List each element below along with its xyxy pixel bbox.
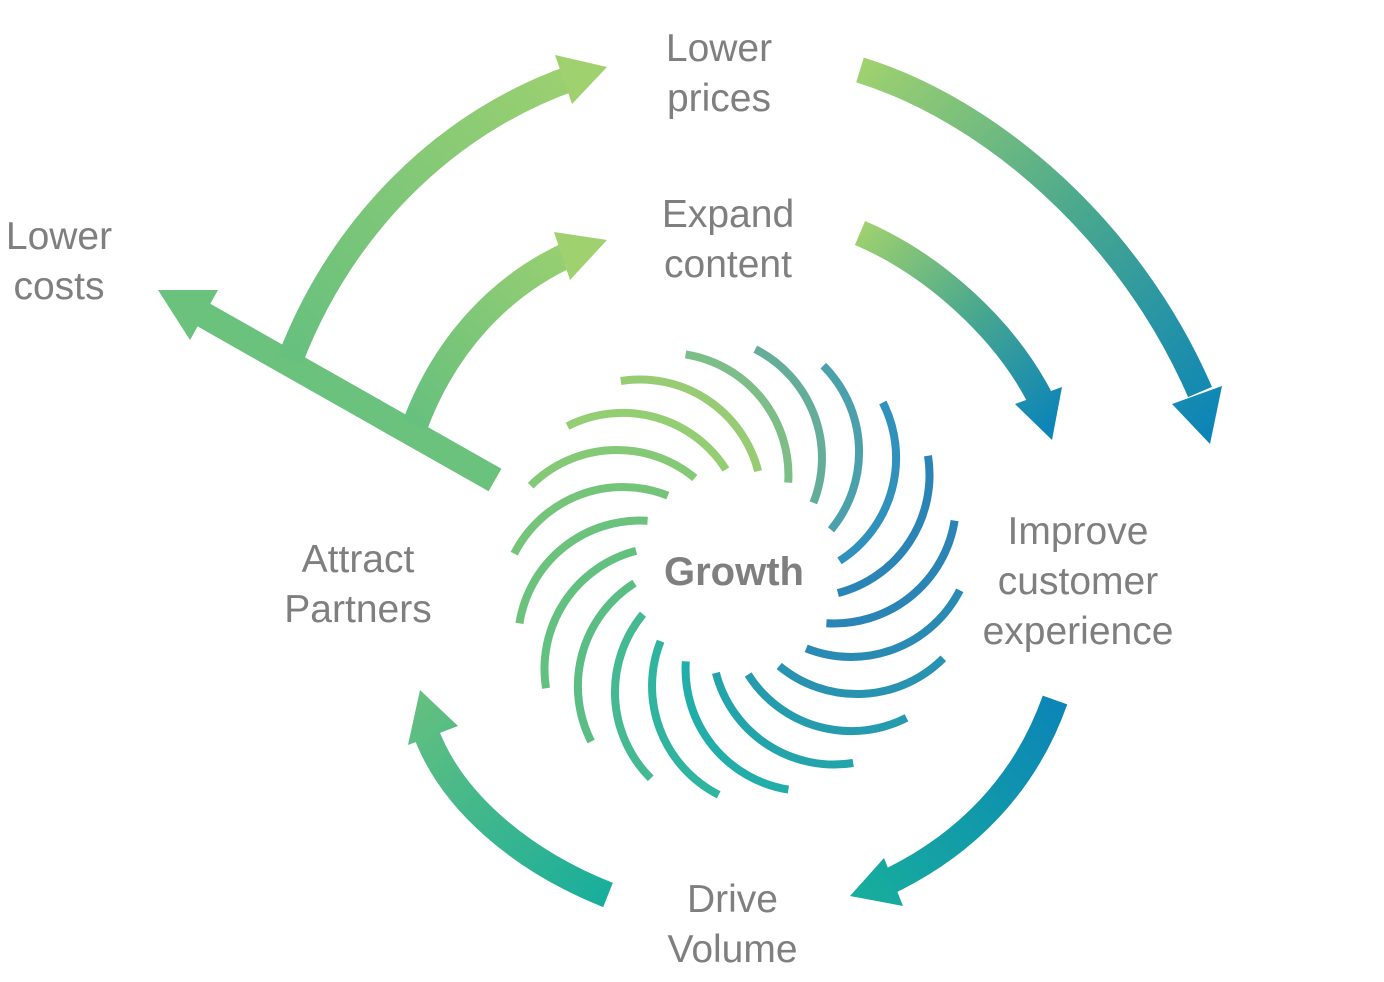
arrow-volume-to-partners bbox=[408, 690, 613, 908]
swirl-arc bbox=[510, 483, 670, 556]
swirl-arc bbox=[620, 375, 762, 473]
arrow-branch-to-content bbox=[402, 232, 607, 430]
arrow-prices-to-experience bbox=[856, 57, 1222, 444]
arrow-branch-to-prices bbox=[277, 55, 607, 365]
swirl-arc bbox=[681, 661, 790, 794]
node-lower-costs-line-1: Lower bbox=[5, 215, 113, 258]
swirl-arc bbox=[776, 655, 947, 698]
node-attract-partners-line-2: Partners bbox=[284, 588, 432, 631]
swirl-arc bbox=[611, 611, 654, 782]
swirl-arc bbox=[753, 345, 826, 505]
node-lower-prices: Lower prices bbox=[648, 24, 790, 124]
swirl-arc bbox=[573, 579, 637, 744]
node-attract-partners: Attract Partners bbox=[268, 535, 448, 635]
node-drive-volume-line-2: Volume bbox=[667, 928, 798, 971]
node-drive-volume-line-1: Drive bbox=[686, 878, 778, 921]
center-growth-label: Growth bbox=[664, 550, 804, 594]
swirl-arc bbox=[527, 446, 698, 489]
swirl-center-disk bbox=[655, 490, 819, 654]
swirl-arc bbox=[804, 588, 964, 661]
arrow-content-to-experience bbox=[854, 221, 1062, 440]
swirl-arc bbox=[515, 516, 648, 625]
node-lower-costs: Lower costs bbox=[0, 212, 118, 312]
node-lower-costs-line-2: costs bbox=[13, 265, 105, 308]
node-expand-content-line-2: content bbox=[664, 243, 792, 286]
node-improve-line-3: experience bbox=[982, 610, 1174, 653]
node-improve-line-2: customer bbox=[997, 560, 1159, 603]
arrow-experience-to-volume bbox=[850, 695, 1068, 906]
swirl-arc bbox=[648, 639, 721, 799]
swirl-arc bbox=[540, 547, 638, 689]
swirl-arc bbox=[820, 362, 863, 533]
swirl-arc bbox=[712, 671, 854, 769]
swirl-arc bbox=[684, 350, 793, 483]
node-expand-content-line-1: Expand bbox=[661, 193, 795, 236]
swirl-arc bbox=[826, 519, 959, 628]
node-lower-prices-line-1: Lower bbox=[665, 27, 773, 70]
node-lower-prices-line-2: prices bbox=[666, 77, 772, 120]
node-improve-line-1: Improve bbox=[1007, 510, 1149, 553]
swirl-arc bbox=[837, 400, 901, 565]
swirl-arc bbox=[565, 408, 730, 472]
node-attract-partners-line-1: Attract bbox=[301, 538, 415, 581]
arrow-partners-to-costs bbox=[158, 290, 502, 492]
growth-swirl-icon bbox=[510, 345, 964, 799]
node-improve-customer-experience: Improve customer experience bbox=[966, 507, 1190, 657]
node-expand-content: Expand content bbox=[638, 190, 818, 290]
swirl-arc bbox=[744, 672, 909, 736]
swirl-arc bbox=[836, 455, 934, 597]
node-drive-volume: Drive Volume bbox=[650, 875, 815, 975]
